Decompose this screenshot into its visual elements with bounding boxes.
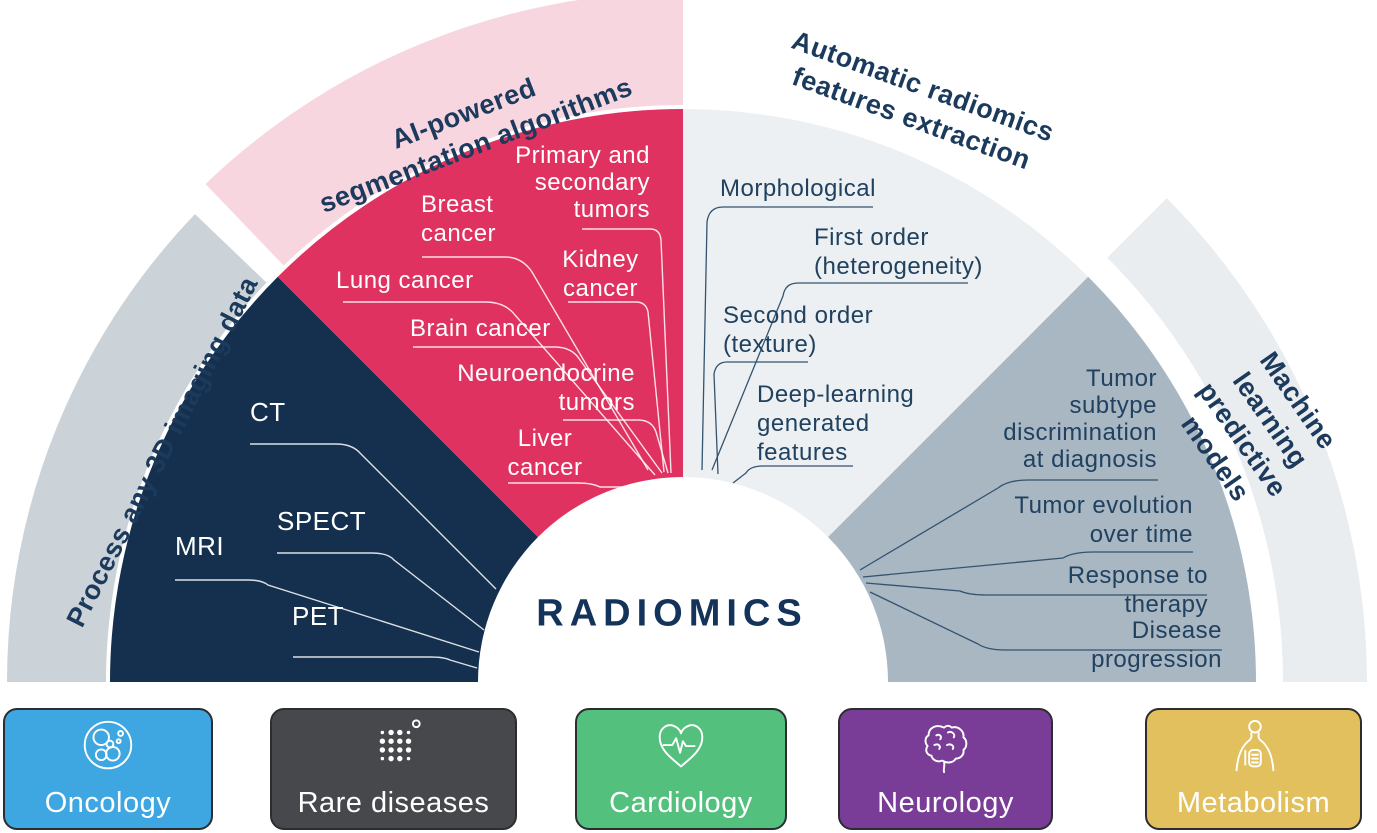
label-first-order: First order (heterogeneity) bbox=[814, 224, 983, 280]
label-pet: PET bbox=[292, 601, 345, 631]
predictions-leader-lines bbox=[859, 479, 1222, 651]
label-lung-cancer: Lung cancer bbox=[336, 267, 474, 294]
label-kidney-cancer: Kidney cancer bbox=[562, 246, 639, 302]
card-label-oncology: Oncology bbox=[44, 787, 172, 819]
label-brain-cancer: Brain cancer bbox=[410, 315, 551, 342]
label-tumor-subtype: Tumor subtype discrimination at diagnosi… bbox=[1003, 365, 1157, 473]
center-title: RADIOMICS bbox=[536, 592, 808, 635]
brain-icon bbox=[924, 724, 967, 774]
cells-icon bbox=[83, 720, 133, 770]
card-rare-diseases[interactable]: Rare diseases bbox=[270, 708, 517, 830]
label-second-order: Second order (texture) bbox=[723, 302, 874, 358]
card-label-cardiology: Cardiology bbox=[609, 787, 753, 819]
label-tumor-evolution: Tumor evolution over time bbox=[1014, 492, 1193, 548]
label-deep-learning-features: Deep-learning generated features bbox=[757, 381, 915, 466]
label-liver-cancer: Liver cancer bbox=[507, 425, 583, 481]
card-oncology[interactable]: Oncology bbox=[3, 708, 213, 830]
features-leader-lines bbox=[701, 206, 968, 484]
card-cardiology[interactable]: Cardiology bbox=[575, 708, 787, 830]
label-disease-progression: Disease progression bbox=[1091, 617, 1222, 673]
label-spect: SPECT bbox=[277, 506, 367, 536]
card-metabolism[interactable]: Metabolism bbox=[1145, 708, 1362, 830]
dot-matrix-icon bbox=[379, 719, 421, 762]
label-mri: MRI bbox=[175, 531, 225, 561]
label-response-to-therapy: Response to therapy bbox=[1067, 562, 1208, 618]
label-neuroendocrine-tumors: Neuroendocrine tumors bbox=[457, 360, 635, 416]
label-primary-secondary-tumors: Primary and secondary tumors bbox=[515, 142, 650, 223]
ml-band-shape bbox=[1107, 198, 1367, 683]
label-ct: CT bbox=[250, 397, 286, 427]
segmentation-leader-lines bbox=[343, 228, 672, 488]
segmentation-band-shape bbox=[205, 0, 683, 266]
card-label-rare-diseases: Rare diseases bbox=[297, 787, 490, 819]
imaging-band-shape bbox=[6, 214, 267, 682]
card-neurology[interactable]: Neurology bbox=[838, 708, 1053, 830]
card-label-metabolism: Metabolism bbox=[1176, 787, 1331, 819]
body-metabolism-icon bbox=[1235, 719, 1274, 772]
imaging-leader-lines bbox=[175, 443, 497, 669]
card-label-neurology: Neurology bbox=[877, 787, 1014, 819]
label-breast-cancer: Breast cancer bbox=[421, 191, 497, 247]
heart-ecg-icon bbox=[658, 724, 704, 768]
label-morphological: Morphological bbox=[720, 175, 876, 202]
